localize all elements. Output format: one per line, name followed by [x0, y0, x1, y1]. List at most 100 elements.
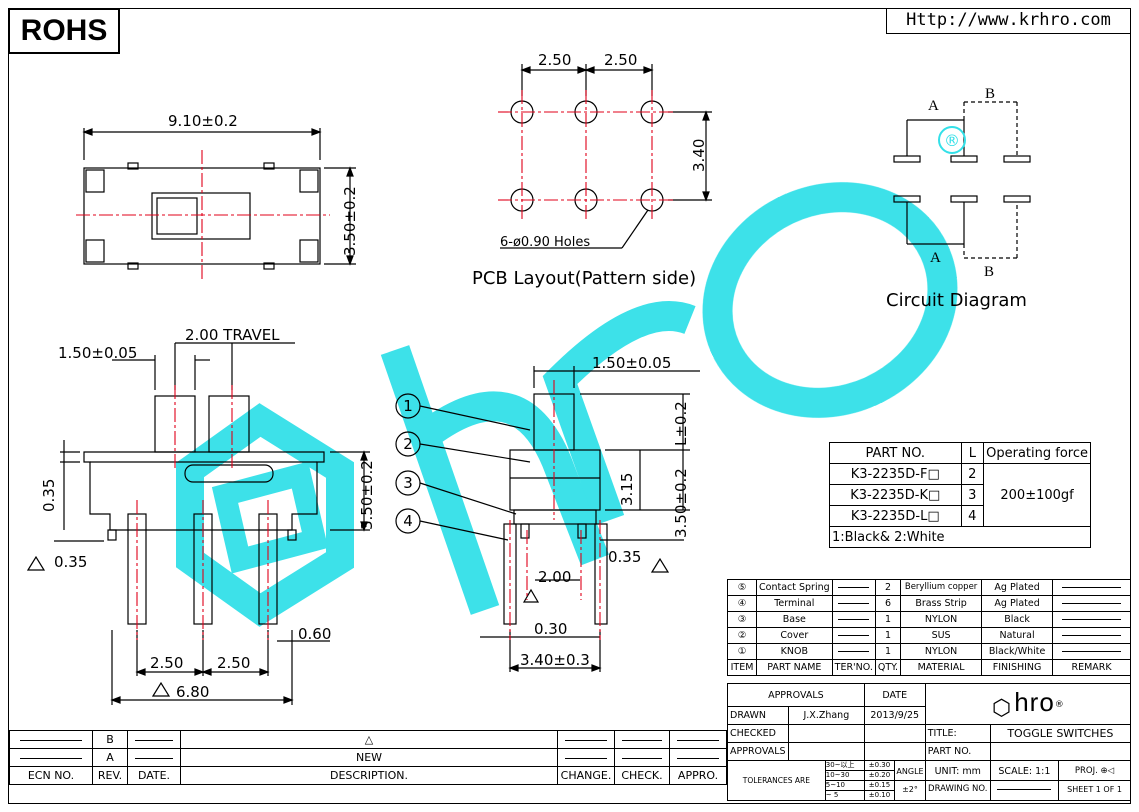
front-pitch-1: 2.50: [150, 654, 183, 672]
tb-tol-value: ±0.10: [868, 791, 891, 799]
balloon-4: 4: [403, 512, 413, 530]
bom-ter-no: [831, 579, 876, 596]
tb-tolerances: TOLERANCES ARE 30~以上 10~30 5~10 ~ 5: [727, 760, 865, 801]
rev-header: REV.: [92, 766, 128, 785]
pt-force: 200±100gf: [983, 463, 1091, 527]
front-pin-width-dim: 0.60: [298, 625, 331, 643]
pt-part: K3-2235D-F□: [829, 463, 962, 485]
tb-approvals-header: APPROVALS: [727, 683, 865, 707]
tb-proj-label: PROJ.: [1074, 766, 1098, 776]
pt-header-l: L: [960, 442, 985, 464]
tb-scale-value: SCALE: 1:1: [991, 763, 1058, 781]
registered-mark: ®: [944, 131, 960, 150]
front-travel-dim: 2.00 TRAVEL: [185, 326, 280, 344]
tb-angle-label: ANGLE: [895, 763, 925, 781]
side-body-height-dim: 3.50±0.2: [672, 468, 690, 538]
bom-item: ③: [727, 611, 757, 628]
tb-tol-value: ±0.30: [865, 762, 894, 771]
rev-ecn: [9, 730, 93, 749]
rev-rev: B: [92, 730, 128, 749]
tb-unit: UNIT: mm: [926, 763, 990, 781]
bom-item: ①: [727, 643, 757, 660]
tb-drawn-label: DRAWN: [727, 706, 789, 725]
tb-approvals-label: APPROVALS: [727, 742, 789, 761]
rev-check: [614, 748, 670, 767]
bom-part-name: Terminal: [756, 595, 833, 612]
rev-appro: [669, 748, 727, 767]
bom-qty: 1: [874, 627, 902, 644]
bom-header: PART NAME: [756, 659, 833, 676]
bom-part-name: Contact Spring: [756, 579, 833, 596]
top-height-dim: 3.50±0.2: [341, 186, 359, 256]
bom-finishing: Black/White: [981, 643, 1054, 660]
tb-date-header: DATE: [863, 683, 926, 707]
top-width-dim: 9.10±0.2: [168, 112, 238, 130]
pcb-caption: PCB Layout(Pattern side): [472, 268, 696, 289]
pt-color-note: 1:Black& 2:White: [829, 526, 1091, 548]
pt-part: K3-2235D-L□: [829, 505, 962, 527]
circuit-b-top: B: [985, 86, 995, 102]
tb-tol-range: 5~10: [825, 781, 864, 791]
circuit-b-bottom: B: [984, 264, 994, 280]
table-row: ⑤ Contact Spring 2 Beryllium copper Ag P…: [727, 579, 1131, 596]
pt-l: 3: [960, 484, 985, 506]
projection-symbol-icon: ⊕◁: [1100, 766, 1115, 776]
rev-header: APPRO.: [669, 766, 727, 785]
table-row: B △: [9, 730, 727, 749]
balloon-3: 3: [403, 474, 413, 492]
tb-sheet: SHEET 1 OF 1: [1067, 785, 1122, 794]
side-pin-pitch-dim: 2.00: [538, 568, 571, 586]
bom-material: NYLON: [900, 643, 983, 660]
tb-tol-value: ±0.20: [865, 771, 894, 781]
rev-description: △: [180, 730, 558, 749]
front-pin-offset-dim: 0.35: [54, 553, 87, 571]
hro-logo-text: hro: [1014, 687, 1055, 717]
bom-item: ⑤: [727, 579, 757, 596]
balloon-2: 2: [403, 435, 413, 453]
side-knob-width-dim: 1.50±0.05: [592, 354, 671, 372]
bom-qty: 6: [874, 595, 902, 612]
drawing-frame: [8, 8, 1131, 804]
front-body-height-dim: 3.50±0.2: [358, 460, 376, 530]
tb-unit-drawing: UNIT: mm DRAWING NO.: [924, 760, 991, 801]
bom-header: MATERIAL: [900, 659, 983, 676]
side-pin-width-dim: 0.30: [534, 620, 567, 638]
bom-ter-no: [831, 611, 876, 628]
pcb-holes-label: 6-ø0.90 Holes: [500, 235, 590, 250]
table-row: ① KNOB 1 NYLON Black/White: [727, 643, 1131, 660]
tb-tolerances-label: TOLERANCES ARE: [742, 776, 810, 785]
bom-header-row: ITEM PART NAME TER'NO. QTY. MATERIAL FIN…: [727, 659, 1131, 676]
circuit-a-bottom: A: [930, 250, 941, 266]
rev-date: [127, 730, 181, 749]
front-knob-width-dim: 1.50±0.05: [58, 344, 137, 362]
tb-checked-label: CHECKED: [727, 724, 789, 743]
bom-finishing: Ag Plated: [981, 595, 1054, 612]
bom-remark: [1052, 627, 1131, 644]
bom-remark: [1052, 595, 1131, 612]
side-pin-offset-dim: 0.35: [608, 548, 641, 566]
table-row: A NEW: [9, 748, 727, 767]
tb-tol-range: ~ 5: [825, 791, 839, 799]
table-row: ④ Terminal 6 Brass Strip Ag Plated: [727, 595, 1131, 612]
tb-logo: ⬡ hro®: [924, 683, 1132, 725]
rev-header: CHANGE.: [557, 766, 615, 785]
tb-drawn-date: 2013/9/25: [863, 706, 926, 725]
bom-material: NYLON: [900, 611, 983, 628]
bom-header: REMARK: [1052, 659, 1131, 676]
bom-remark: [1052, 611, 1131, 628]
bom-finishing: Black: [981, 611, 1054, 628]
side-total-dim: 3.40±0.3: [520, 651, 590, 669]
bom-part-name: Base: [756, 611, 833, 628]
bom-qty: 2: [874, 579, 902, 596]
balloon-leaders: [395, 393, 531, 541]
tb-part-no-label: PART NO.: [924, 742, 991, 761]
circuit-diagram: [893, 101, 1031, 259]
side-knob-height-dim: L±0.2: [672, 401, 690, 446]
tb-drawing-no: DRAWING NO.: [928, 784, 988, 794]
bom-ter-no: [831, 643, 876, 660]
centerlines: [76, 90, 676, 640]
balloon-1: 1: [403, 397, 413, 415]
bom-material: Beryllium copper: [900, 579, 983, 596]
bom-remark: [1052, 643, 1131, 660]
rev-header: DESCRIPTION.: [180, 766, 558, 785]
